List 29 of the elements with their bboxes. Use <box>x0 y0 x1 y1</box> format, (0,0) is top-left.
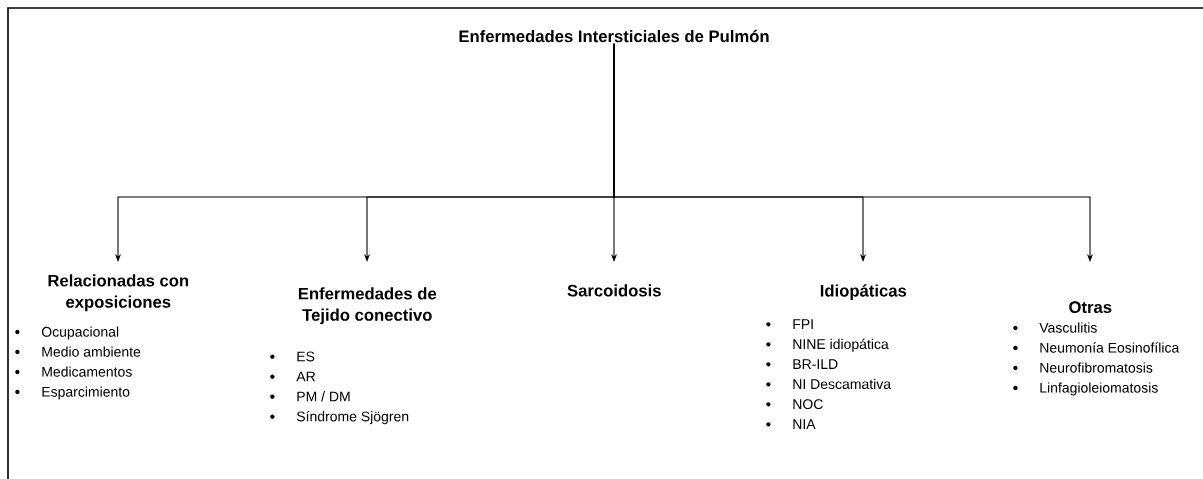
list-item: Neurofibromatosis <box>1013 362 1153 373</box>
list-item: NIA <box>766 419 816 429</box>
category-column <box>1013 301 1180 396</box>
category-heading: Idiopáticas <box>820 284 907 300</box>
list-item: Ocupacional <box>15 326 119 340</box>
list-item: FPI <box>766 319 813 329</box>
list-item: Vasculitis <box>1013 322 1097 333</box>
list-item: ES <box>270 351 315 362</box>
list-item: AR <box>270 371 316 382</box>
list-item: PM / DM <box>270 391 350 402</box>
list-item: BR-ILD <box>766 359 838 369</box>
list-item: Medio ambiente <box>15 346 141 357</box>
list-item: Esparcimiento <box>15 386 130 400</box>
list-item: NOC <box>766 399 823 410</box>
list-item: Medicamentos <box>15 366 132 377</box>
arrow <box>613 43 1094 262</box>
category-heading: Relacionadas con exposiciones <box>48 274 189 312</box>
title-text: Enfermedades Intersticiales de Pulmón <box>459 29 769 43</box>
category-column <box>15 274 189 400</box>
list-item: Síndrome Sjögren <box>270 410 409 425</box>
list-item: Linfagioleiomatosis <box>1013 382 1158 396</box>
list-item: Neumonía Eosinofílica <box>1013 342 1180 353</box>
category-column <box>270 287 437 425</box>
category-column <box>766 284 907 429</box>
list-item: NINE idiopática <box>766 338 889 352</box>
category-heading: Otras <box>1069 301 1112 314</box>
category-heading: Enfermedades de Tejido conectivo <box>298 287 437 325</box>
list-item: NI Descamativa <box>766 378 892 390</box>
category-heading: Sarcoidosis <box>567 284 661 297</box>
